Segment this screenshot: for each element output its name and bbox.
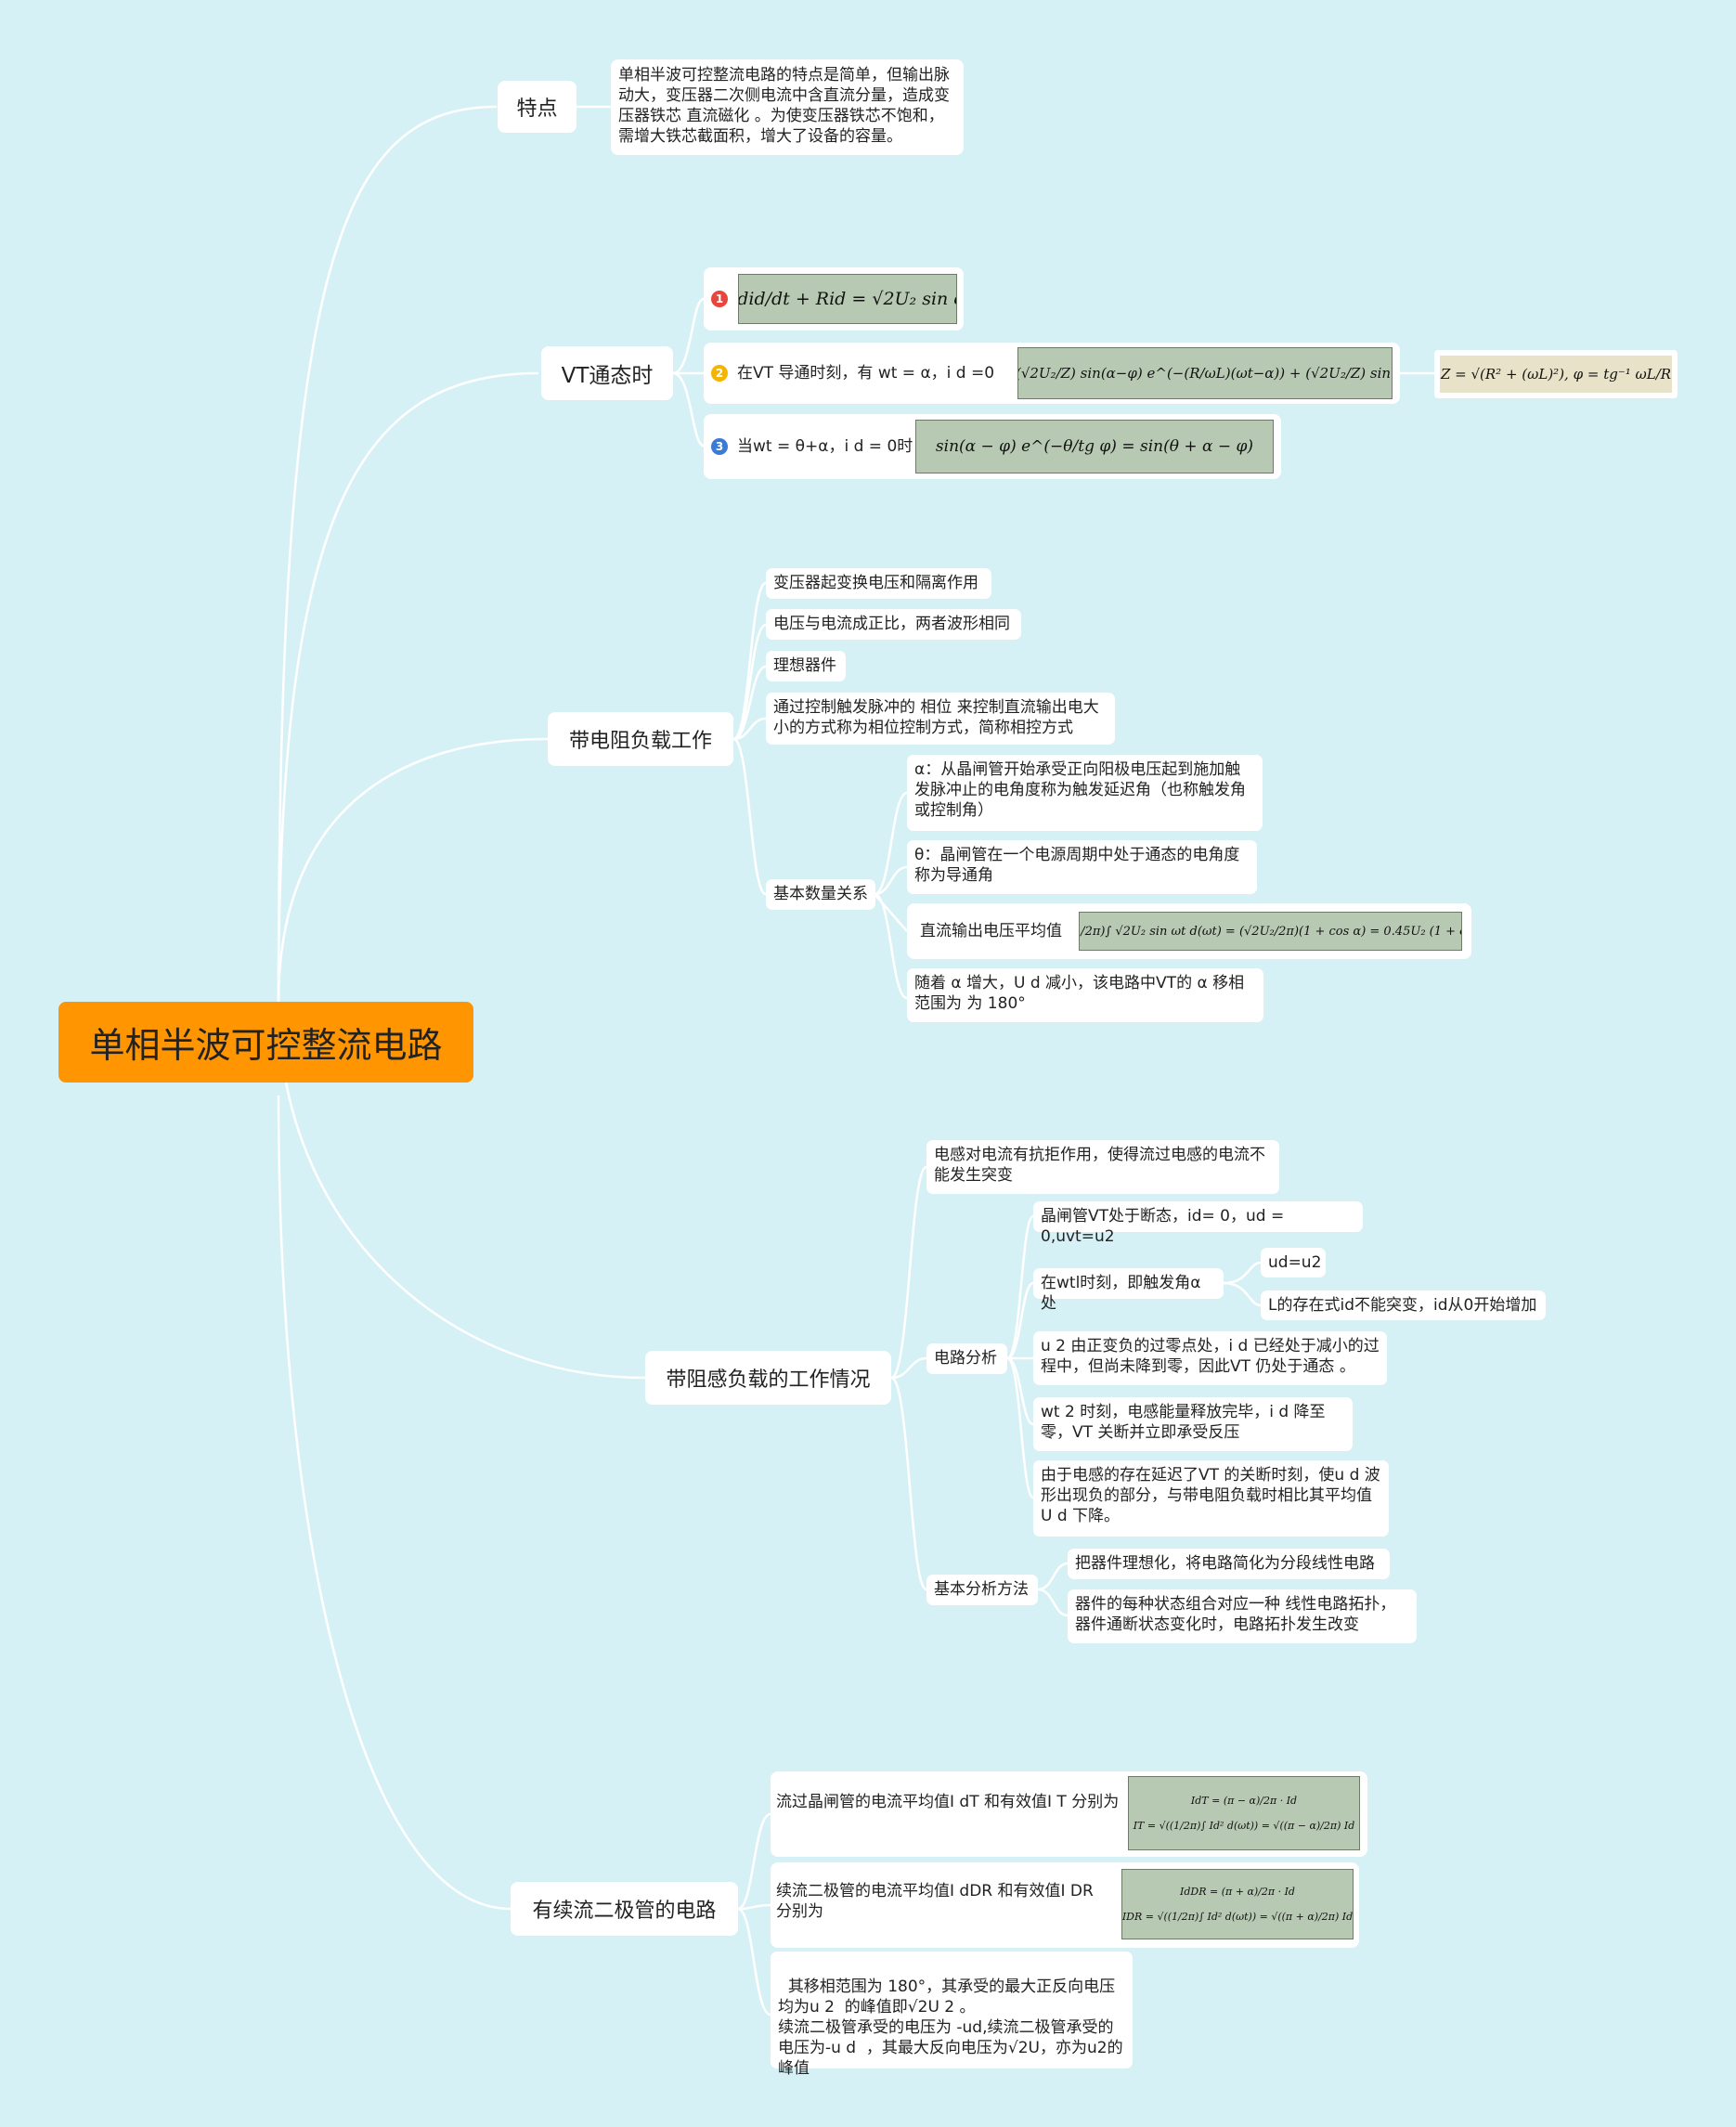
number-3-icon: 3 <box>711 438 728 455</box>
analysis-item-off-state[interactable]: 晶闸管VT处于断态，id= 0，ud = 0,uvt=u2 <box>1033 1201 1363 1246</box>
diode-current-text: 续流二极管的电流平均值I dDR 和有效值I DR 分别为 <box>776 1882 1094 1921</box>
vt-item-3[interactable]: 3 当wt = θ+α，i d = 0时 sin(α − φ) e^(−θ/tg… <box>704 414 1281 479</box>
topic-vt-on-label: VT通态时 <box>561 364 654 388</box>
trigger-sub-ud[interactable]: ud=u2 <box>1261 1248 1326 1277</box>
basic-quantities[interactable]: 基本数量关系 <box>766 879 875 910</box>
topic-inductive-load[interactable]: 带阻感负载的工作情况 <box>645 1351 891 1405</box>
resistive-item-ideal[interactable]: 理想器件 <box>766 651 846 681</box>
resistive-item-transformer[interactable]: 变压器起变换电压和隔离作用 <box>766 568 991 599</box>
resistive-item-proportional[interactable]: 电压与电流成正比，两者波形相同 <box>766 609 1021 640</box>
trigger-sub-inductance[interactable]: L的存在式id不能突变，id从0开始增加 <box>1261 1290 1546 1320</box>
thyristor-current-text: 流过晶闸管的电流平均值I dT 和有效值I T 分别为 <box>776 1793 1120 1811</box>
method-item-topology[interactable]: 器件的每种状态组合对应一种 线性电路拓扑，器件通断状态变化时，电路拓扑发生改变 <box>1068 1589 1417 1643</box>
average-voltage-label: 直流输出电压平均值 <box>920 922 1062 940</box>
diode-item-voltage[interactable]: 其移相范围为 180°，其承受的最大正反向电压均为u 2 的峰值即√2U 2 。… <box>771 1952 1133 2078</box>
vt-item-3-text: 当wt = θ+α，i d = 0时 <box>737 437 913 456</box>
topic-inductive-label: 带阻感负载的工作情况 <box>666 1368 871 1392</box>
circuit-analysis[interactable]: 电路分析 <box>926 1343 1007 1374</box>
diode-item-diode-current[interactable]: 续流二极管的电流平均值I dDR 和有效值I DR 分别为 IdDR = (π … <box>771 1862 1359 1948</box>
root-topic[interactable]: 单相半波可控整流电路 <box>58 1002 473 1083</box>
diode-item-thyristor-current[interactable]: 流过晶闸管的电流平均值I dT 和有效值I T 分别为 IdT = (π − α… <box>771 1771 1367 1857</box>
basic-item-average-voltage[interactable]: 直流输出电压平均值 Ud = (1/2π)∫ √2U₂ sin ωt d(ωt)… <box>907 903 1471 959</box>
analysis-item-trigger[interactable]: 在wtl时刻，即触发角α处 <box>1033 1268 1224 1313</box>
topic-features-label: 特点 <box>516 97 558 121</box>
formula-thyristor-current: IdT = (π − α)/2π · Id IT = √((1/2π)∫ Id²… <box>1128 1776 1360 1850</box>
topic-resistive-label: 带电阻负载工作 <box>568 730 712 753</box>
basic-analysis-method[interactable]: 基本分析方法 <box>926 1575 1038 1605</box>
vt-item-1[interactable]: 1 L did/dt + Rid = √2U₂ sin ωt <box>704 267 964 331</box>
basic-item-alpha[interactable]: α：从晶闸管开始承受正向阳极电压起到施加触发脉冲止的电角度称为触发延迟角（也称触… <box>907 755 1263 831</box>
formula-impedance: Z = √(R² + (ωL)²), φ = tg⁻¹ ωL/R <box>1434 350 1678 398</box>
analysis-item-delay[interactable]: 由于电感的存在延迟了VT 的关断时刻，使u d 波形出现负的部分，与带电阻负载时… <box>1033 1460 1389 1537</box>
number-2-icon: 2 <box>711 365 728 382</box>
basic-item-alpha-range[interactable]: 随着 α 增大，U d 减小，该电路中VT的 α 移相范围为 为 180° <box>907 968 1263 1022</box>
topic-diode-label: 有续流二极管的电路 <box>532 1900 717 1923</box>
formula-diode-current: IdDR = (π + α)/2π · Id IDR = √((1/2π)∫ I… <box>1121 1869 1354 1939</box>
resistive-item-phase-control[interactable]: 通过控制触发脉冲的 相位 来控制直流输出电大小的方式称为相位控制方式，简称相控方… <box>766 693 1115 745</box>
inductive-intro[interactable]: 电感对电流有抗拒作用，使得流过电感的电流不能发生突变 <box>926 1140 1279 1194</box>
formula-average-voltage: Ud = (1/2π)∫ √2U₂ sin ωt d(ωt) = (√2U₂/2… <box>1079 912 1462 951</box>
method-item-idealize[interactable]: 把器件理想化，将电路简化为分段线性电路 <box>1068 1549 1390 1579</box>
analysis-item-zero-crossing[interactable]: u 2 由正变负的过零点处，i d 已经处于减小的过程中，但尚未降到零，因此VT… <box>1033 1331 1387 1385</box>
root-title: 单相半波可控整流电路 <box>89 1025 443 1066</box>
formula-vt-2: id = −(√2U₂/Z) sin(α−φ) e^(−(R/ωL)(ωt−α)… <box>1017 347 1393 399</box>
vt-item-2-text: 在VT 导通时刻，有 wt = α，i d =0 <box>737 364 995 383</box>
topic-freewheeling-diode[interactable]: 有续流二极管的电路 <box>511 1882 738 1936</box>
analysis-item-wt2[interactable]: wt 2 时刻，电感能量释放完毕，i d 降至零，VT 关断并立即承受反压 <box>1033 1397 1353 1451</box>
basic-item-theta[interactable]: θ：晶闸管在一个电源周期中处于通态的电角度称为导通角 <box>907 840 1257 894</box>
formula-vt-1: L did/dt + Rid = √2U₂ sin ωt <box>738 274 957 324</box>
topic-vt-on[interactable]: VT通态时 <box>541 346 673 400</box>
features-text: 单相半波可控整流电路的特点是简单，但输出脉动大，变压器二次侧电流中含直流分量，造… <box>618 66 950 146</box>
vt-item-2[interactable]: 2 在VT 导通时刻，有 wt = α，i d =0 id = −(√2U₂/Z… <box>704 343 1400 404</box>
topic-features[interactable]: 特点 <box>498 81 577 133</box>
features-text-card[interactable]: 单相半波可控整流电路的特点是简单，但输出脉动大，变压器二次侧电流中含直流分量，造… <box>611 59 964 155</box>
number-1-icon: 1 <box>711 291 728 307</box>
formula-vt-3: sin(α − φ) e^(−θ/tg φ) = sin(θ + α − φ) <box>915 420 1274 473</box>
topic-resistive-load[interactable]: 带电阻负载工作 <box>548 712 733 766</box>
